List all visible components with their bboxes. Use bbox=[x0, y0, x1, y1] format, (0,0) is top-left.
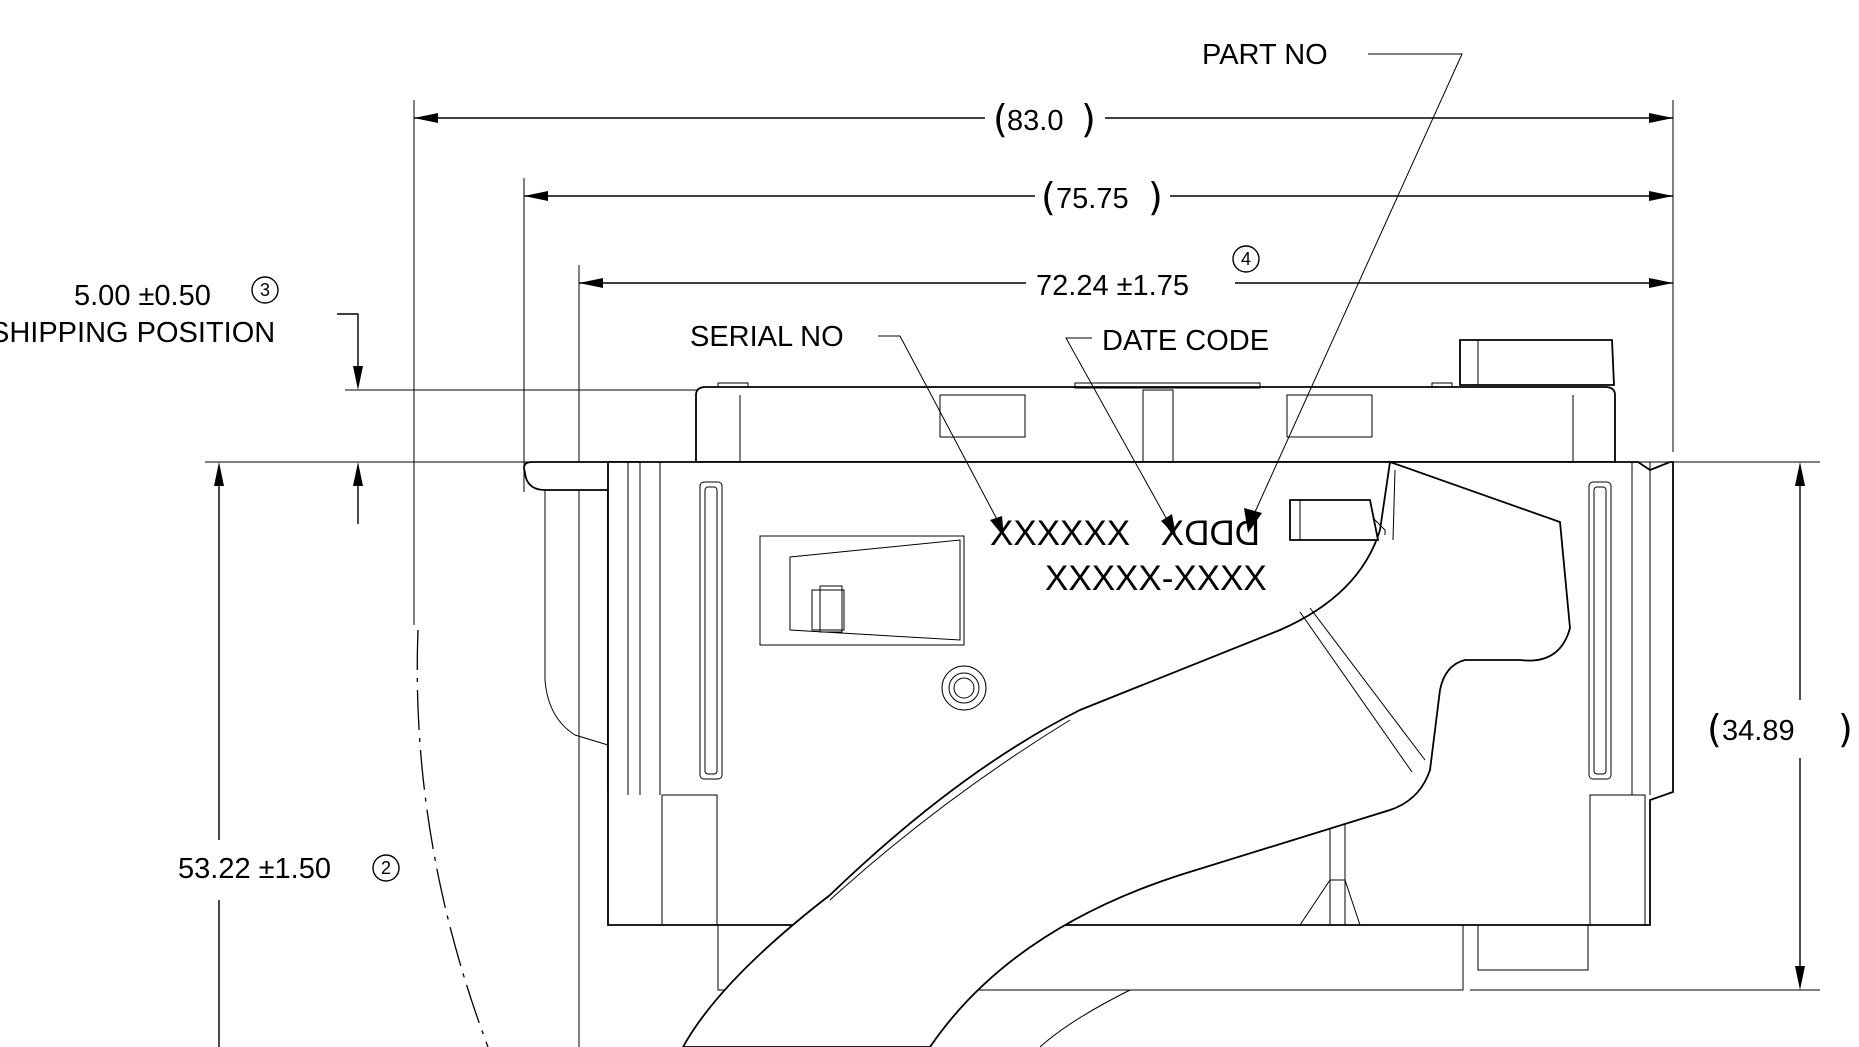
callout-part-no: PART NO bbox=[1202, 39, 1463, 533]
dimension-body-width: 72.24 ±1.75 4 bbox=[579, 245, 1673, 302]
dimension-height-body: ( 34.89 ) bbox=[1707, 462, 1853, 990]
dimension-overall: ( 83.0 ) bbox=[414, 97, 1673, 141]
rotation-arc bbox=[416, 629, 489, 1047]
svg-text:(: ( bbox=[1041, 175, 1056, 219]
dimension-flange: ( 75.75 ) bbox=[524, 175, 1673, 219]
pull-tab bbox=[681, 460, 1571, 1047]
dimension-shipping: 5.00 ±0.50 3 SHIPPING POSITION bbox=[0, 276, 363, 524]
dim-overall-value: 83.0 bbox=[1007, 105, 1063, 137]
svg-text:(: ( bbox=[993, 97, 1008, 141]
marking-part-no: XXXXX-XXXX bbox=[1045, 559, 1267, 598]
extension-lines bbox=[205, 100, 1820, 1047]
dim-height-body-value: 34.89 bbox=[1722, 715, 1795, 747]
svg-text:): ) bbox=[1148, 175, 1163, 219]
dim-shipping-value: 5.00 ±0.50 bbox=[74, 280, 211, 312]
callout-date-code-label: DATE CODE bbox=[1102, 325, 1269, 357]
svg-text:): ) bbox=[1838, 707, 1853, 751]
callout-part-no-label: PART NO bbox=[1202, 39, 1328, 71]
svg-text:): ) bbox=[1081, 97, 1096, 141]
marking-serial: XXXXXX bbox=[990, 514, 1130, 553]
dim-height-total-value: 53.22 ±1.50 bbox=[178, 853, 331, 885]
marking-date: DDDX bbox=[1161, 514, 1260, 553]
note-2-number: 2 bbox=[381, 858, 391, 878]
callout-serial-no-label: SERIAL NO bbox=[690, 321, 844, 353]
dim-flange-value: 75.75 bbox=[1056, 183, 1129, 215]
shipping-position-label: SHIPPING POSITION bbox=[0, 317, 275, 349]
callout-serial-no: SERIAL NO bbox=[690, 321, 1004, 537]
svg-text:(: ( bbox=[1707, 707, 1722, 751]
callout-date-code: DATE CODE bbox=[1065, 325, 1269, 536]
part-marking: XXXXXX DDDX XXXXX-XXXX bbox=[990, 514, 1267, 598]
note-4-number: 4 bbox=[1241, 249, 1251, 269]
dim-body-width-value: 72.24 ±1.75 bbox=[1036, 270, 1189, 302]
note-3-number: 3 bbox=[260, 280, 270, 300]
dimension-height-total: 53.22 ±1.50 2 bbox=[178, 462, 400, 1047]
